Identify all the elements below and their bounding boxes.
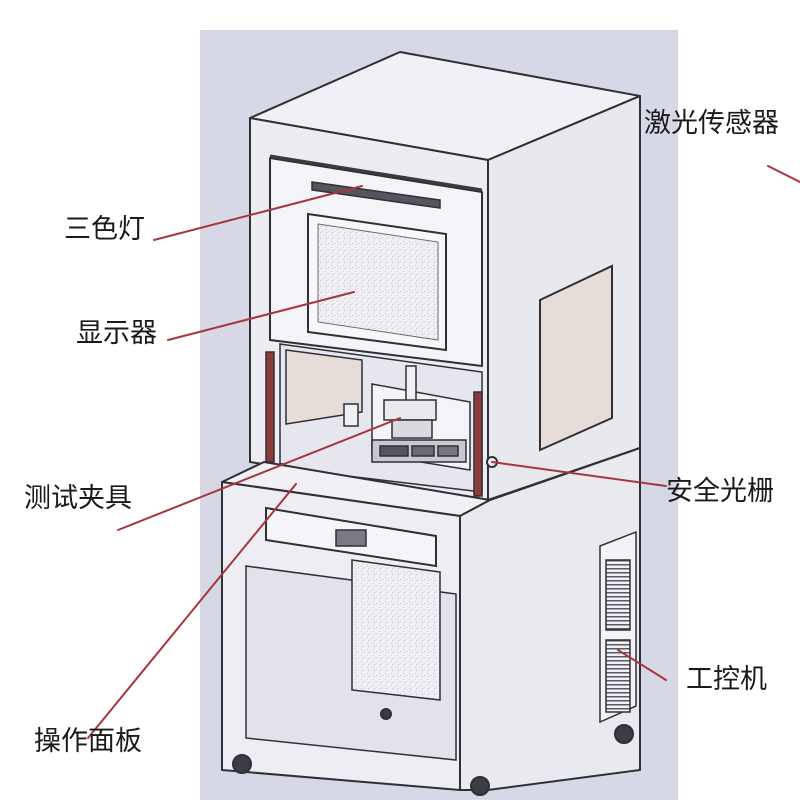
- label-test-fixture: 测试夹具: [24, 483, 132, 514]
- test-fixture: [343, 365, 467, 463]
- light-curtain-left: [265, 351, 275, 463]
- front-rail: [269, 154, 483, 192]
- tri-color-light: [311, 181, 441, 209]
- leader-lines: [87, 165, 800, 739]
- label-industrial-pc: 工控机: [686, 664, 767, 695]
- leader-laser-sensor: [767, 165, 800, 183]
- drawer-handle: [335, 529, 367, 547]
- leader-test-fixture: [117, 417, 401, 531]
- leader-industrial-pc: [617, 649, 667, 681]
- label-laser-sensor: 激光传感器: [644, 108, 779, 139]
- label-tri-color-light: 三色灯: [64, 214, 145, 245]
- industrial-pc-vent: [599, 530, 637, 724]
- label-operation-panel: 操作面板: [34, 726, 142, 757]
- label-display: 显示器: [76, 318, 157, 349]
- leader-display: [167, 291, 355, 341]
- base-opening: [245, 559, 457, 761]
- leader-tri-color-light: [153, 185, 363, 241]
- display-screen: [317, 223, 439, 341]
- light-curtain-right: [473, 391, 483, 497]
- leader-operation-panel: [87, 483, 297, 739]
- casters: [232, 708, 634, 796]
- leader-safety-light-curtain: [491, 461, 667, 487]
- label-safety-light-curtain: 安全光栅: [666, 476, 774, 507]
- side-window: [539, 264, 613, 452]
